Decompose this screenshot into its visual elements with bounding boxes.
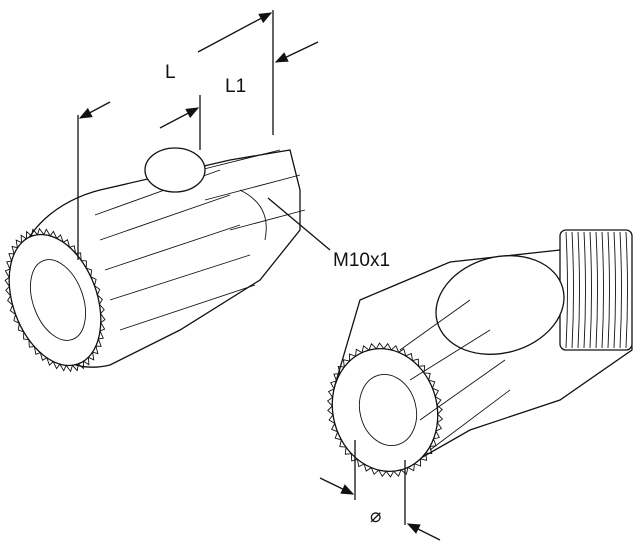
thread-line	[589, 231, 592, 349]
label-length: L	[165, 62, 176, 83]
thread-line	[577, 231, 580, 349]
serration	[4, 227, 106, 373]
serration	[326, 342, 444, 478]
label-length-1: L1	[225, 76, 246, 97]
thread-line	[583, 231, 586, 349]
thread-line	[595, 231, 598, 349]
dimension-lines	[77, 10, 441, 541]
thread-line	[625, 231, 628, 349]
label-thread: M10x1	[333, 250, 390, 271]
thread-line	[619, 231, 622, 349]
assembled-gland-view	[326, 229, 633, 478]
thread-line	[601, 231, 604, 349]
thread-line	[565, 231, 568, 349]
exploded-gland-view	[4, 147, 306, 373]
thread-line	[613, 231, 616, 349]
thread-line	[571, 231, 574, 349]
thread-lines	[565, 231, 628, 349]
label-diameter: ⌀	[370, 506, 381, 527]
thread-line	[607, 231, 610, 349]
